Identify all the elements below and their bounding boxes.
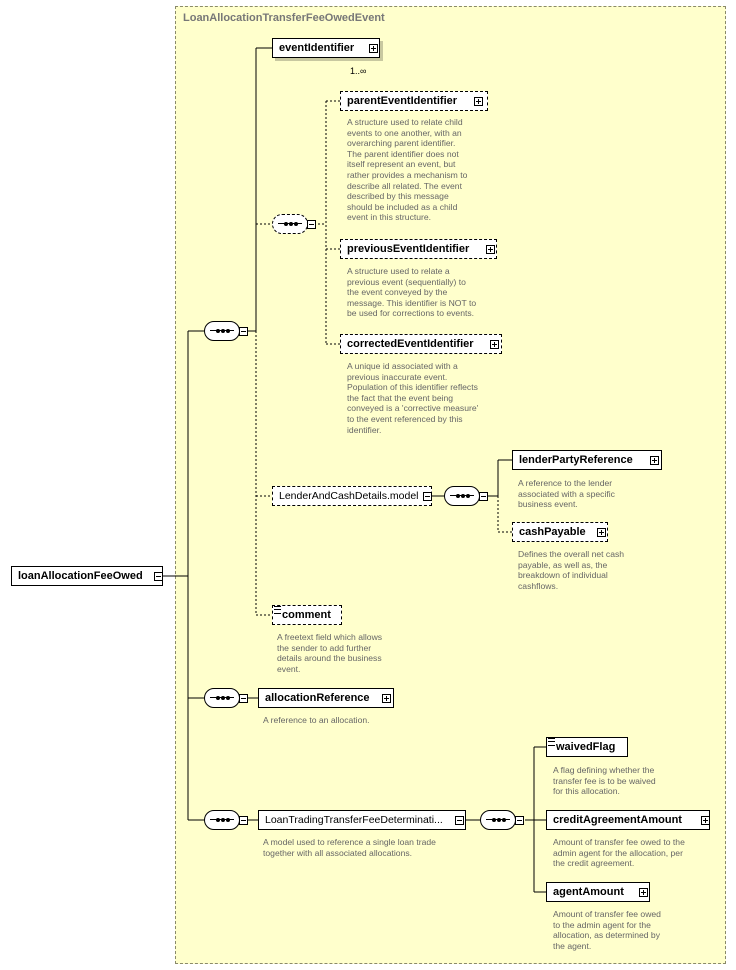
event-identifier-expand-toggle[interactable] [369,44,378,53]
waived-flag-description: A flag defining whether the transfer fee… [553,765,656,797]
sequence-loan-trading-collapse-toggle[interactable] [239,816,248,825]
allocation-reference-element[interactable]: allocationReference [258,688,394,708]
sequence-compositor-fee[interactable] [480,810,516,830]
root-element-label: loanAllocationFeeOwed [18,570,143,582]
previous-event-identifier-label: previousEventIdentifier [347,243,470,255]
corrected-event-identifier-expand-toggle[interactable] [490,340,499,349]
waived-flag-element[interactable]: waivedFlag [546,737,628,757]
lender-and-cash-details-collapse-toggle[interactable] [423,492,432,501]
agent-amount-element[interactable]: agentAmount [546,882,650,902]
sequence-compositor-main[interactable] [204,321,240,341]
lender-party-reference-element[interactable]: lenderPartyReference [512,450,662,470]
corrected-event-identifier-label: correctedEventIdentifier [347,338,474,350]
loan-trading-model-description: A model used to reference a single loan … [263,837,436,858]
sequence-compositor-lender[interactable] [444,486,480,506]
sequence-lender-collapse-toggle[interactable] [479,492,488,501]
credit-agreement-amount-element[interactable]: creditAgreementAmount [546,810,710,830]
lender-and-cash-details-group[interactable]: LenderAndCashDetails.model [272,486,432,506]
lender-party-reference-description: A reference to the lender associated wit… [518,478,615,510]
credit-agreement-amount-label: creditAgreementAmount [553,814,682,826]
lender-party-reference-label: lenderPartyReference [519,454,633,466]
root-element[interactable]: loanAllocationFeeOwed [11,566,163,586]
text-content-icon [274,606,281,614]
loan-trading-model-label: LoanTradingTransferFeeDeterminati... [265,814,443,826]
comment-element[interactable]: comment [272,605,342,625]
complex-type-title: LoanAllocationTransferFeeOwedEvent [183,12,385,24]
cash-payable-expand-toggle[interactable] [597,528,606,537]
event-identifier-element[interactable]: eventIdentifier [272,38,380,58]
agent-amount-expand-toggle[interactable] [639,888,648,897]
previous-event-identifier-description: A structure used to relate a previous ev… [347,266,477,319]
parent-event-identifier-description: A structure used to relate child events … [347,117,468,223]
cash-payable-label: cashPayable [519,526,586,538]
agent-amount-description: Amount of transfer fee owed to the admin… [553,909,661,951]
allocation-reference-label: allocationReference [265,692,370,704]
allocation-reference-description: A reference to an allocation. [263,715,370,725]
credit-agreement-amount-expand-toggle[interactable] [701,816,710,825]
sequence-allocation-collapse-toggle[interactable] [239,694,248,703]
sequence-compositor-allocation[interactable] [204,688,240,708]
loan-trading-model-group[interactable]: LoanTradingTransferFeeDeterminati... [258,810,466,830]
cash-payable-description: Defines the overall net cash payable, as… [518,549,625,591]
parent-event-identifier-label: parentEventIdentifier [347,95,458,107]
corrected-event-identifier-description: A unique id associated with a previous i… [347,361,479,435]
comment-description: A freetext field which allows the sender… [277,632,383,674]
allocation-reference-expand-toggle[interactable] [382,694,391,703]
event-identifier-label: eventIdentifier [279,42,355,54]
parent-event-identifier-expand-toggle[interactable] [474,97,483,106]
sequence-optional-ids-collapse-toggle[interactable] [307,220,316,229]
parent-event-identifier-element[interactable]: parentEventIdentifier [340,91,488,111]
cash-payable-element[interactable]: cashPayable [512,522,608,542]
agent-amount-label: agentAmount [553,886,624,898]
complex-type-region [175,6,726,964]
event-identifier-cardinality: 1..∞ [350,66,367,76]
credit-agreement-amount-description: Amount of transfer fee owed to the admin… [553,837,685,869]
loan-trading-model-collapse-toggle[interactable] [455,816,464,825]
previous-event-identifier-element[interactable]: previousEventIdentifier [340,239,497,259]
sequence-compositor-loan-trading[interactable] [204,810,240,830]
sequence-compositor-optional-ids[interactable] [272,214,308,234]
waived-flag-label: waivedFlag [556,741,616,753]
previous-event-identifier-expand-toggle[interactable] [486,245,495,254]
comment-label: comment [282,609,331,621]
lender-and-cash-details-label: LenderAndCashDetails.model [279,490,419,502]
root-collapse-toggle[interactable] [154,572,163,581]
lender-party-reference-expand-toggle[interactable] [650,456,659,465]
sequence-main-collapse-toggle[interactable] [239,327,248,336]
corrected-event-identifier-element[interactable]: correctedEventIdentifier [340,334,502,354]
waived-flag-text-icon [548,738,555,746]
sequence-fee-collapse-toggle[interactable] [515,816,524,825]
